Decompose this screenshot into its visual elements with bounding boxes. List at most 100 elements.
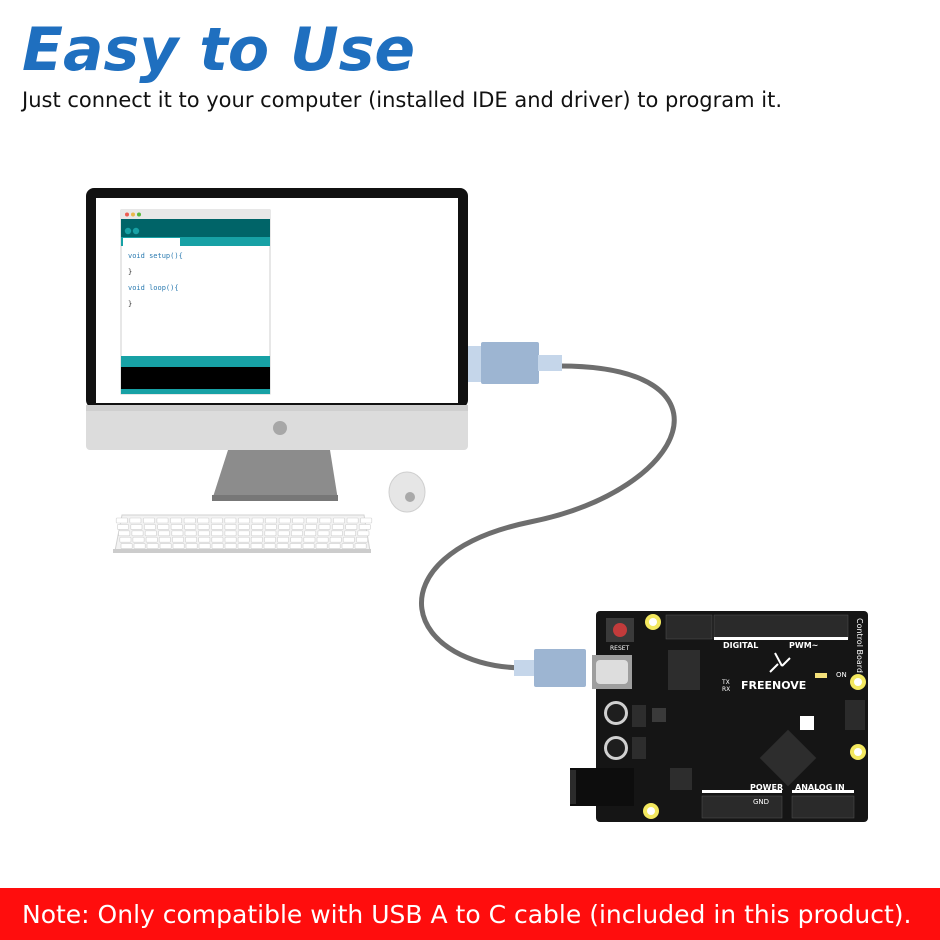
keyboard-key [131, 530, 144, 537]
board-on-label: ON [836, 671, 847, 679]
control-board [570, 611, 868, 822]
keyboard-key [119, 536, 132, 543]
keyboard-key [172, 536, 184, 543]
keyboard-key [302, 543, 315, 549]
keyboard-key [265, 517, 277, 524]
keyboard-key [172, 543, 185, 549]
keyboard-key [360, 517, 373, 524]
keyboard-key [130, 524, 143, 530]
keyboard-key [278, 524, 291, 530]
keyboard-key [329, 536, 342, 543]
keyboard-key [197, 524, 210, 530]
keyboard-key [159, 543, 172, 549]
keyboard-key [184, 530, 197, 537]
keyboard-key [356, 536, 368, 543]
keyboard-key [358, 524, 371, 530]
keyboard-key [237, 536, 250, 543]
keyboard-key [345, 524, 358, 530]
board-rx-label: RX [722, 686, 730, 693]
keyboard-key [145, 536, 158, 543]
keyboard-key [238, 517, 250, 524]
keyboard-key [198, 530, 210, 537]
keyboard-key [144, 524, 156, 530]
page-subtitle: Just connect it to your computer (instal… [22, 88, 783, 112]
keyboard-key [224, 536, 237, 543]
keyboard-key [263, 543, 276, 549]
keyboard-key [276, 543, 289, 549]
page-title: Easy to Use [22, 15, 416, 85]
note-text: Note: Only compatible with USB A to C ca… [22, 900, 912, 929]
keyboard-key [183, 517, 196, 524]
keyboard-key [328, 543, 341, 549]
keyboard-key [185, 536, 197, 543]
code-line: void loop(){ [128, 284, 179, 292]
keyboard-key [224, 524, 237, 530]
keyboard-key [341, 543, 354, 549]
keyboard-key [144, 530, 157, 537]
keyboard-key [132, 536, 145, 543]
board-analog-label: ANALOG IN [795, 783, 845, 792]
keyboard-key [305, 524, 317, 530]
keyboard-key [250, 543, 263, 549]
keyboard-key [291, 524, 304, 530]
keyboard-key [117, 524, 129, 530]
keyboard-key [346, 517, 359, 524]
keyboard-key [224, 530, 237, 537]
board-digital-label: DIGITAL [723, 641, 758, 650]
keyboard-key [210, 517, 223, 524]
keyboard-key [278, 517, 291, 524]
keyboard-key [133, 543, 146, 549]
board-brand: FREENOVE [741, 679, 806, 692]
keyboard-key [303, 536, 316, 543]
keyboard-key [317, 530, 330, 537]
keyboard-key [289, 543, 302, 549]
board-pwm-label: PWM~ [789, 641, 818, 650]
keyboard-key [211, 543, 224, 549]
keyboard-key [251, 524, 264, 530]
keyboard-key [264, 530, 277, 537]
code-line: } [128, 268, 132, 276]
keyboard-key [292, 517, 305, 524]
keyboard-key [120, 543, 133, 549]
keyboard-key [185, 543, 198, 549]
keyboard-key [198, 536, 211, 543]
board-reset-label: RESET [610, 645, 630, 652]
keyboard-key [197, 517, 210, 524]
keyboard-key [357, 530, 370, 537]
keyboard-key [290, 536, 303, 543]
keyboard-key [211, 536, 224, 543]
keyboard-key [184, 524, 197, 530]
keyboard-key [224, 543, 237, 549]
board-side-label: Control Board [855, 618, 864, 673]
keyboard-key [198, 543, 211, 549]
board-tx-label: TX [721, 679, 730, 686]
keyboard-key [319, 517, 332, 524]
keyboard-key [251, 517, 264, 524]
keyboard-key [237, 530, 250, 537]
usb-a-plug [468, 342, 562, 384]
keyboard-key [211, 524, 223, 530]
note-banner: Note: Only compatible with USB A to C ca… [0, 888, 940, 940]
mouse [388, 471, 426, 513]
keyboard [113, 514, 373, 553]
connection-illustration: void setup(){ } void loop(){ } [86, 188, 868, 822]
keyboard-key [158, 536, 171, 543]
keyboard-key [118, 530, 131, 537]
keyboard-key [277, 530, 290, 537]
keyboard-key [224, 517, 237, 524]
keyboard-key [158, 530, 170, 537]
keyboard-key [277, 536, 289, 543]
keyboard-key [211, 530, 224, 537]
keyboard-key [354, 543, 367, 549]
keyboard-key [146, 543, 159, 549]
board-gnd-label: GND [753, 798, 769, 806]
keyboard-key [115, 517, 128, 524]
keyboard-key [157, 524, 170, 530]
keyboard-key [129, 517, 142, 524]
keyboard-key [237, 543, 250, 549]
keyboard-key [330, 530, 343, 537]
keyboard-key [290, 530, 303, 537]
keyboard-key [171, 530, 184, 537]
board-power-label: POWER [750, 783, 783, 792]
keyboard-key [342, 536, 355, 543]
